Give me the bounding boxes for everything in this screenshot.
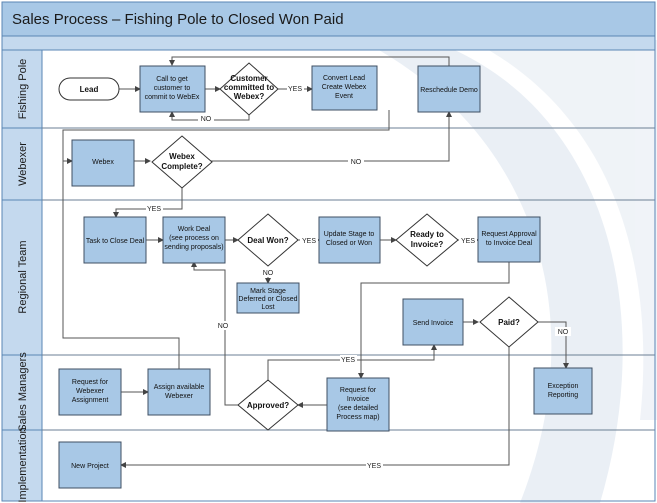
- node-send-label: Send Invoice: [413, 320, 454, 327]
- node-exception-line1: Exception: [548, 383, 579, 390]
- node-assign-line2: Webexer: [165, 393, 194, 400]
- node-call-line1: Call to get: [156, 76, 188, 83]
- node-call: [139, 65, 206, 113]
- nodes: Lead Call to get customer to commit to W…: [58, 62, 593, 489]
- node-update-line1: Update Stage to: [324, 231, 375, 238]
- diagram-title: Sales Process – Fishing Pole to Closed W…: [12, 11, 344, 28]
- edge-approval-request: [358, 262, 510, 379]
- node-ready: [395, 213, 459, 267]
- node-convert: [311, 65, 378, 111]
- edge-label-no: NO: [558, 329, 569, 336]
- node-call-line2: customer to: [154, 85, 191, 92]
- node-committed-line1: Customer: [230, 74, 267, 83]
- node-work-line1: Work Deal: [178, 226, 211, 233]
- node-approval-line1: Request Approval: [481, 231, 537, 238]
- edge-label-yes: YES: [147, 206, 161, 213]
- node-request-webexer-line1: Request for: [72, 379, 109, 386]
- edge-paid-no: [538, 321, 569, 369]
- node-webex: [71, 139, 135, 187]
- node-exception-line2: Reporting: [548, 392, 578, 399]
- node-approval-line2: to Invoice Deal: [486, 240, 533, 247]
- lane-label-fishing: Fishing Pole: [17, 59, 29, 120]
- edge-reschedule-call: [169, 56, 450, 66]
- edge-label-yes: YES: [461, 238, 475, 245]
- node-request-invoice-line2: Invoice: [347, 396, 369, 403]
- node-mark-line2: Deferred or Closed: [238, 296, 297, 303]
- node-mark-line1: Mark Stage: [250, 288, 286, 295]
- swimlanes: Fishing Pole Webexer Regional Team Sales…: [1, 49, 656, 503]
- edge-label-no: NO: [218, 323, 229, 330]
- edge-label-yes: YES: [367, 463, 381, 470]
- lane-label-managers: Sales Managers: [17, 352, 29, 432]
- edge-convert-webex: [62, 110, 390, 164]
- edge-labels: NO YES NO YES YES NO YES NO NO YES YES: [146, 84, 571, 470]
- node-complete-line2: Complete?: [161, 162, 202, 171]
- node-new-project-label: New Project: [71, 463, 109, 470]
- edge-label-yes: YES: [288, 86, 302, 93]
- node-complete-line1: Webex: [169, 152, 195, 161]
- node-request-webexer-line2: Webexer: [76, 388, 105, 395]
- edge-paid-yes: [120, 342, 510, 468]
- node-committed-line3: Webex?: [234, 92, 265, 101]
- node-assign: [147, 368, 211, 416]
- edge-approved-no: [191, 261, 238, 406]
- node-approval: [477, 216, 541, 263]
- node-reschedule: [417, 65, 481, 113]
- edge-label-no: NO: [201, 116, 212, 123]
- node-assign-line1: Assign available: [154, 384, 205, 391]
- node-call-line3: commit to WebEx: [145, 94, 200, 101]
- node-new-project: [58, 441, 122, 489]
- node-paid-label: Paid?: [498, 318, 520, 327]
- node-update-line2: Closed or Won: [326, 240, 372, 247]
- node-complete: [151, 135, 213, 189]
- edge-assign-webex: [62, 161, 180, 369]
- node-committed-line2: committed to: [224, 83, 274, 92]
- node-work-line2: (see process on: [169, 235, 219, 242]
- node-webex-label: Webex: [92, 159, 114, 166]
- node-task-label: Task to Close Deal: [86, 238, 145, 245]
- node-won: [237, 213, 299, 267]
- node-won-label: Deal Won?: [247, 236, 288, 245]
- edge-complete-no: [210, 111, 452, 162]
- edge-label-yes: YES: [302, 238, 316, 245]
- node-lead-label: Lead: [80, 85, 99, 94]
- edge-label-no: NO: [351, 159, 362, 166]
- node-convert-line1: Convert Lead: [323, 75, 365, 82]
- node-approved-label: Approved?: [247, 401, 289, 410]
- node-paid: [479, 296, 539, 348]
- header-band: [1, 35, 656, 51]
- node-convert-line2: Create Webex: [322, 84, 367, 91]
- node-request-invoice: [326, 377, 390, 432]
- node-request-webexer: [58, 368, 122, 416]
- lane-header-webexer: [1, 127, 43, 201]
- node-request-webexer-line3: Assignment: [72, 397, 109, 404]
- node-convert-line3: Event: [335, 93, 353, 100]
- lane-label-regional: Regional Team: [17, 240, 29, 313]
- node-ready-line2: Invoice?: [411, 240, 444, 249]
- node-update: [318, 216, 381, 264]
- lane-label-impl: Implementation: [17, 427, 29, 502]
- node-work: [162, 216, 226, 264]
- node-request-invoice-line3: (see detailed: [338, 405, 378, 412]
- node-task: [83, 216, 147, 264]
- connectors: [62, 56, 569, 468]
- node-request-invoice-line4: Process map): [336, 414, 379, 421]
- node-request-invoice-line1: Request for: [340, 387, 377, 394]
- node-approved: [237, 379, 299, 431]
- node-send: [402, 298, 464, 346]
- node-ready-line1: Ready to: [410, 230, 444, 239]
- node-exception: [533, 367, 593, 415]
- node-lead: [58, 77, 120, 101]
- node-mark-line3: Lost: [261, 304, 274, 311]
- node-mark: [236, 282, 300, 314]
- edge-label-yes: YES: [341, 357, 355, 364]
- node-work-line3: sending proposals): [164, 244, 223, 251]
- node-committed: [219, 62, 279, 116]
- edge-label-no: NO: [263, 270, 274, 277]
- lane-label-webexer: Webexer: [17, 142, 29, 186]
- node-reschedule-label: Reschedule Demo: [420, 87, 478, 94]
- title-bar: [1, 1, 656, 37]
